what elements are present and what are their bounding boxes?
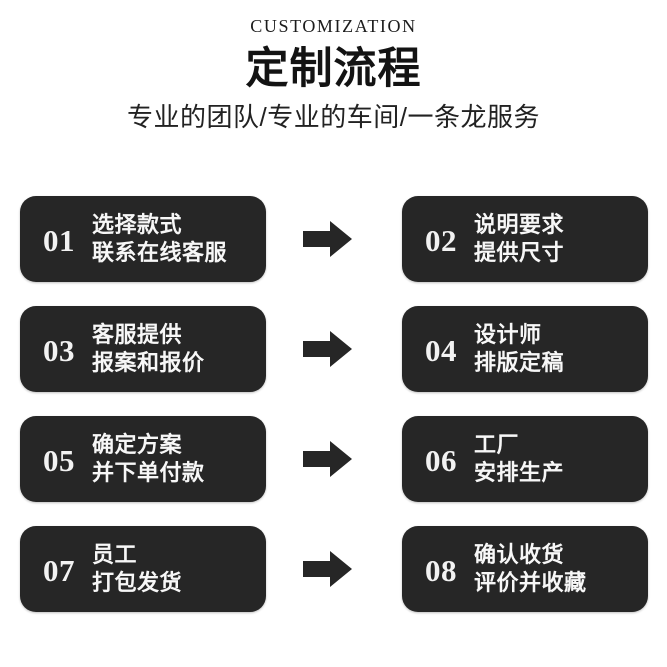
step-line-2: 打包发货	[92, 570, 183, 595]
step-text: 员工 打包发货	[92, 541, 266, 597]
step-number: 04	[425, 333, 457, 368]
step-line-1: 说明要求	[474, 212, 565, 237]
step-line-2: 评价并收藏	[474, 570, 587, 595]
step-line-2: 并下单付款	[92, 460, 205, 485]
arrow-right-icon	[303, 550, 353, 588]
step-number: 08	[425, 553, 457, 588]
arrow-right-icon	[303, 440, 353, 478]
step-number: 07	[43, 553, 75, 588]
step-card-08[interactable]: 08 确认收货 评价并收藏	[402, 526, 648, 612]
step-card-05[interactable]: 05 确定方案 并下单付款	[20, 416, 266, 502]
header: CUSTOMIZATION 定制流程 专业的团队/专业的车间/一条龙服务	[0, 0, 667, 132]
step-text: 选择款式 联系在线客服	[92, 211, 266, 267]
eyebrow-label: CUSTOMIZATION	[250, 16, 417, 36]
page-title: 定制流程	[245, 45, 422, 93]
step-line-1: 员工	[92, 542, 138, 567]
page-subtitle: 专业的团队/专业的车间/一条龙服务	[127, 102, 540, 132]
step-line-1: 选择款式	[92, 212, 183, 237]
step-line-1: 工厂	[474, 432, 520, 457]
flow-row: 07 员工 打包发货 08 确认收货 评价并收藏	[0, 526, 667, 612]
step-text: 确认收货 评价并收藏	[474, 541, 648, 597]
arrow-right-icon	[303, 330, 353, 368]
step-card-07[interactable]: 07 员工 打包发货	[20, 526, 266, 612]
flow-row: 05 确定方案 并下单付款 06 工厂 安排生产	[0, 416, 667, 502]
step-card-02[interactable]: 02 说明要求 提供尺寸	[402, 196, 648, 282]
step-number: 06	[425, 443, 457, 478]
step-line-1: 确认收货	[474, 542, 565, 567]
step-line-2: 报案和报价	[92, 350, 205, 375]
step-text: 确定方案 并下单付款	[92, 431, 266, 487]
step-text: 设计师 排版定稿	[474, 321, 648, 377]
step-line-2: 排版定稿	[474, 350, 565, 375]
step-number: 03	[43, 333, 75, 368]
arrow-right-icon	[303, 220, 353, 258]
step-number: 01	[43, 223, 75, 258]
process-flow: 01 选择款式 联系在线客服 02 说明要求 提供尺寸	[0, 196, 667, 612]
step-text: 工厂 安排生产	[474, 431, 648, 487]
step-number: 02	[425, 223, 457, 258]
step-card-01[interactable]: 01 选择款式 联系在线客服	[20, 196, 266, 282]
step-card-03[interactable]: 03 客服提供 报案和报价	[20, 306, 266, 392]
step-line-2: 安排生产	[474, 460, 565, 485]
step-card-06[interactable]: 06 工厂 安排生产	[402, 416, 648, 502]
step-line-2: 联系在线客服	[92, 240, 228, 265]
step-text: 客服提供 报案和报价	[92, 321, 266, 377]
flow-row: 01 选择款式 联系在线客服 02 说明要求 提供尺寸	[0, 196, 667, 282]
step-number: 05	[43, 443, 75, 478]
step-line-1: 客服提供	[92, 322, 183, 347]
step-line-2: 提供尺寸	[474, 240, 565, 265]
step-line-1: 确定方案	[92, 432, 183, 457]
flow-row: 03 客服提供 报案和报价 04 设计师 排版定稿	[0, 306, 667, 392]
step-line-1: 设计师	[474, 322, 542, 347]
step-card-04[interactable]: 04 设计师 排版定稿	[402, 306, 648, 392]
step-text: 说明要求 提供尺寸	[474, 211, 648, 267]
